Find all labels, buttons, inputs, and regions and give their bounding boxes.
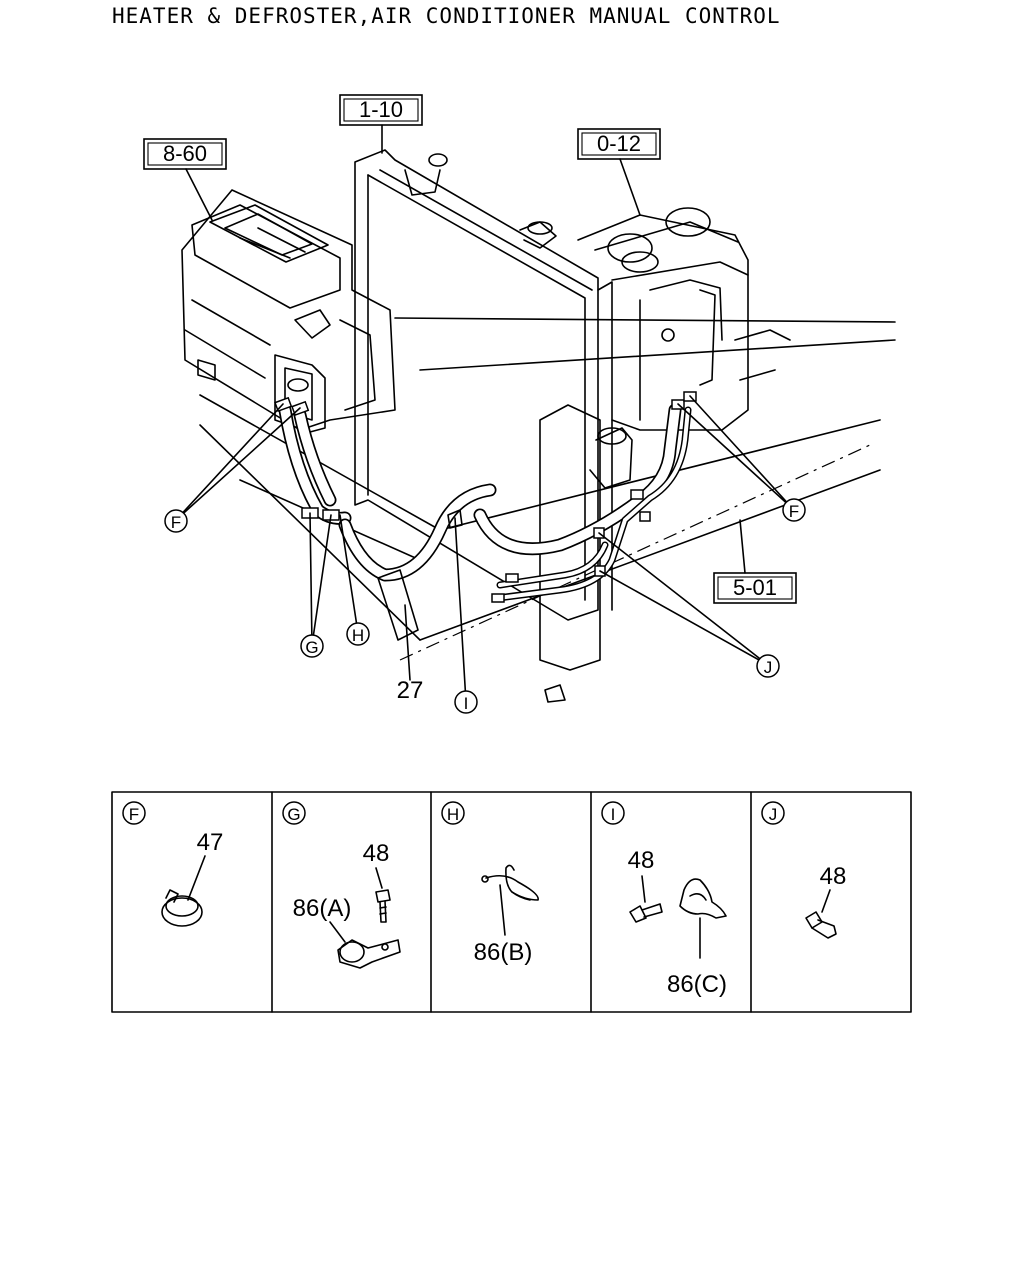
detail-panel-g: G 48 86(A) [282, 801, 401, 969]
heater-unit [181, 189, 396, 433]
ref-box-0-12: 0-12 [577, 128, 661, 216]
part-label: 48 [363, 840, 390, 867]
ref-label-8-60: 8-60 [163, 141, 207, 166]
radiator [354, 149, 613, 703]
svg-text:G: G [305, 638, 318, 657]
svg-text:H: H [352, 626, 364, 645]
panel-letter: H [447, 805, 459, 824]
clamp-c-drawing [679, 878, 727, 919]
clip-b-drawing [481, 864, 539, 901]
detail-panel-h: H 86(B) [441, 801, 539, 966]
ref-box-5-01: 5-01 [713, 519, 797, 604]
callout-j: J [756, 654, 780, 678]
part-label: 86(C) [667, 971, 727, 998]
detail-panel-j: J 48 [761, 801, 847, 939]
part-label: 48 [820, 863, 847, 890]
part-label: 48 [628, 847, 655, 874]
callout-g: G [300, 634, 324, 658]
bolt-drawing [629, 903, 663, 923]
callout-f-left: F [164, 509, 188, 533]
svg-text:F: F [171, 513, 181, 532]
callout-i: I [454, 690, 478, 714]
hose-clamp-drawing [161, 889, 203, 927]
panel-letter: F [129, 805, 139, 824]
ref-box-1-10: 1-10 [339, 94, 423, 154]
ref-label-5-01: 5-01 [733, 575, 777, 600]
svg-text:I: I [464, 694, 469, 713]
ref-label-1-10: 1-10 [359, 97, 403, 122]
detail-panel-f: F 47 [122, 801, 224, 927]
engine-block [577, 207, 791, 489]
panel-letter: I [611, 805, 616, 824]
heater-hoses [278, 403, 692, 641]
ref-box-8-60: 8-60 [143, 138, 227, 221]
panel-letter: G [287, 805, 300, 824]
part-label: 86(B) [474, 939, 533, 966]
ref-label-0-12: 0-12 [597, 131, 641, 156]
callout-f-right: F [782, 498, 806, 522]
callout-h: H [346, 622, 370, 646]
callout-leaders [175, 395, 794, 703]
clamp-a-drawing [337, 939, 401, 969]
detail-panels [111, 791, 912, 1013]
bolt-drawing [805, 911, 837, 939]
page-title: HEATER & DEFROSTER,AIR CONDITIONER MANUA… [112, 4, 781, 28]
detail-panel-i: I 48 86(C) [601, 801, 727, 998]
panel-letter: J [769, 805, 778, 824]
svg-text:F: F [789, 502, 799, 521]
svg-text:J: J [764, 658, 773, 677]
bolt-drawing [375, 889, 391, 923]
part-number-27: 27 [397, 677, 424, 704]
part-label: 47 [197, 829, 224, 856]
part-label: 86(A) [293, 895, 352, 922]
